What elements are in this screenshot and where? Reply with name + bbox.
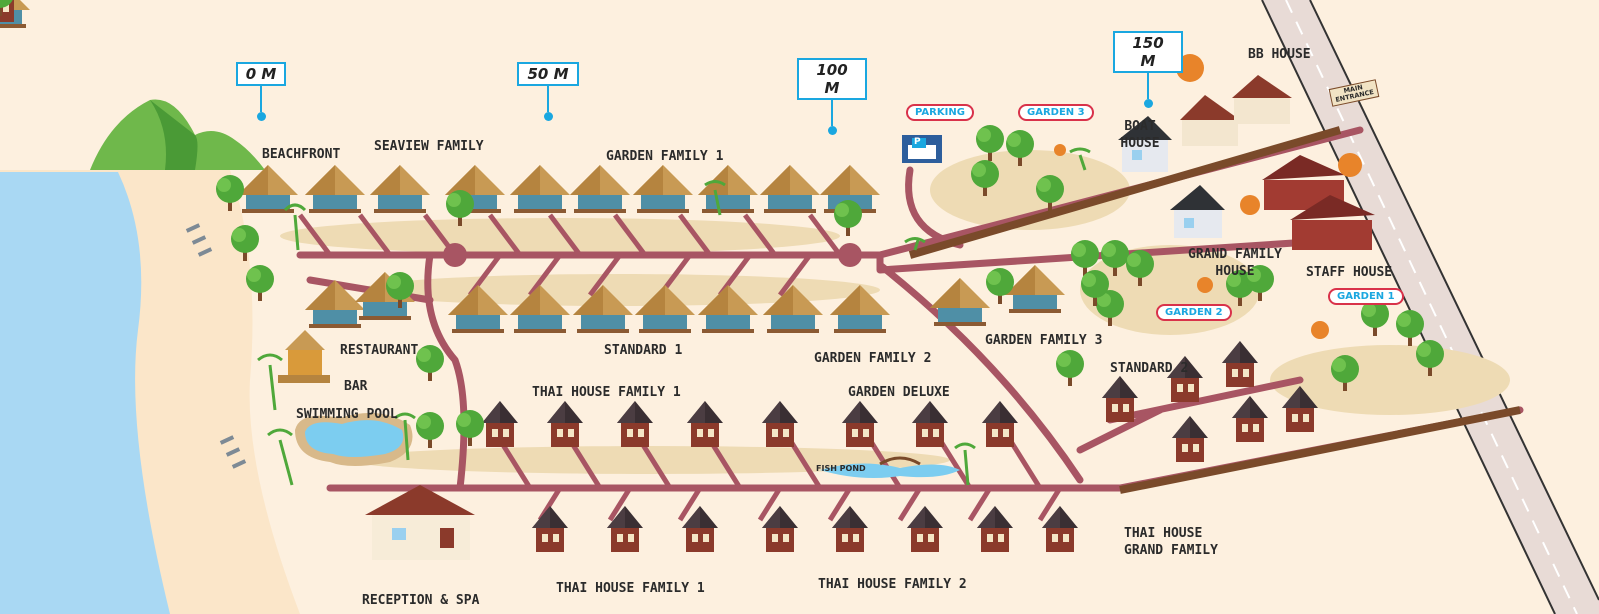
tree-icons (0, 0, 1444, 448)
label-garden-deluxe: GARDEN DELUXE (848, 385, 950, 400)
label-grand-family-house: GRAND FAMILY HOUSE (1188, 247, 1282, 279)
sea (0, 172, 170, 614)
label-fish-pond: FISH POND (816, 464, 866, 473)
distance-marker-label: 100 M (797, 58, 867, 100)
wooden-path (908, 126, 1521, 494)
label-swimming-pool: SWIMMING POOL (296, 407, 398, 422)
parking-sign: P (914, 137, 921, 147)
label-reception-spa: RECEPTION & SPA (362, 593, 480, 608)
label-thai-house-grand-family: THAI HOUSE GRAND FAMILY (1124, 526, 1218, 558)
roundabout (443, 243, 467, 267)
label-beachfront: BEACHFRONT (262, 147, 341, 162)
swimming-pool (295, 412, 413, 466)
label-boat-house: BOAT HOUSE (1120, 119, 1160, 151)
label-bb-house: BB HOUSE (1248, 47, 1311, 62)
palm-tree-icons (257, 147, 1091, 486)
label-staff-house: STAFF HOUSE (1306, 265, 1393, 280)
label-garden-family-3: GARDEN FAMILY 3 (985, 333, 1103, 348)
staff-house-icons (1262, 155, 1375, 250)
mountain-icon (90, 99, 265, 170)
label-standard-2: STANDARD 2 (1110, 361, 1189, 376)
reception-building-icon (365, 485, 475, 560)
distance-marker-150m: 150 M (1113, 31, 1183, 108)
label-garden-family-2: GARDEN FAMILY 2 (814, 351, 932, 366)
label-restaurant: RESTAURANT (340, 343, 419, 358)
distance-marker-100m: 100 M (797, 58, 867, 135)
garden-3-tag: GARDEN 3 (1018, 104, 1094, 121)
distance-marker-label: 0 M (235, 62, 287, 86)
parking-tag: PARKING (906, 104, 974, 121)
distance-marker-label: 50 M (517, 62, 579, 86)
label-thai-house-family-2: THAI HOUSE FAMILY 2 (818, 577, 967, 592)
parking-icon (902, 135, 942, 163)
garden-1-tag: GARDEN 1 (1328, 288, 1404, 305)
sun-lounger-icons (185, 223, 247, 469)
distance-marker-50m: 50 M (513, 62, 583, 121)
orange-tree-icons (1054, 54, 1362, 339)
distance-marker-label: 150 M (1113, 31, 1183, 73)
label-bar: BAR (344, 379, 368, 394)
boat-house-icon (1118, 116, 1172, 172)
bb-house-icons (1180, 75, 1292, 146)
label-thai-house-family-1-top: THAI HOUSE FAMILY 1 (532, 385, 681, 400)
label-garden-family-1: GARDEN FAMILY 1 (606, 149, 724, 164)
grand-family-house-icon (1170, 185, 1225, 238)
fish-pond (820, 456, 960, 478)
distance-marker-0m: 0 M (226, 62, 296, 121)
garden-2-tag: GARDEN 2 (1156, 304, 1232, 321)
label-seaview-family: SEAVIEW FAMILY (374, 139, 484, 154)
bar-icon (278, 330, 330, 383)
roundabout (838, 243, 862, 267)
label-standard-1: STANDARD 1 (604, 343, 683, 358)
label-thai-house-family-1-bottom: THAI HOUSE FAMILY 1 (556, 581, 705, 596)
